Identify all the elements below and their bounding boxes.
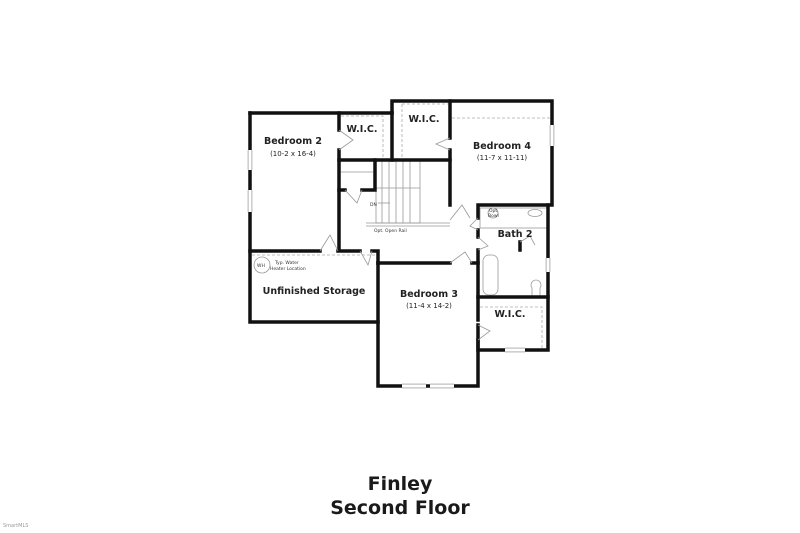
stairs-label: DN: [370, 202, 377, 208]
floor-name: Second Floor: [330, 497, 470, 519]
room-size: (11-4 x 14-2): [406, 302, 452, 310]
windows: [247, 125, 555, 389]
doors: [319, 129, 536, 341]
room-label: Bedroom 2: [264, 136, 322, 147]
rail-note: Opt. Open Rail: [374, 228, 407, 234]
wh-label: WH: [257, 263, 265, 269]
room-label: Bath 2: [498, 229, 533, 240]
room-label: W.I.C.: [346, 124, 377, 135]
wh-note: Heater Location: [270, 266, 306, 272]
room-size: (10-2 x 16-4): [270, 150, 316, 158]
room-label: W.I.C.: [494, 309, 525, 320]
svg-text:SmartMLS: SmartMLS: [3, 523, 28, 529]
shelving: [252, 103, 550, 348]
bowl-note: Bowl: [488, 213, 499, 219]
water-heater-icon: [253, 256, 271, 274]
room-size: (11-7 x 11-11): [477, 154, 528, 162]
room-label: Bedroom 4: [473, 141, 531, 152]
watermark-logo: SmartMLS: [3, 523, 28, 529]
staircase: [366, 160, 450, 227]
room-label: W.I.C.: [408, 114, 439, 125]
plan-name: Finley: [367, 473, 433, 495]
room-label: Bedroom 3: [400, 289, 458, 300]
bowl-note: Opt.: [489, 208, 499, 214]
walls: [248, 99, 554, 388]
room-label: Unfinished Storage: [263, 286, 366, 297]
wh-note: Typ. Water: [274, 260, 299, 266]
